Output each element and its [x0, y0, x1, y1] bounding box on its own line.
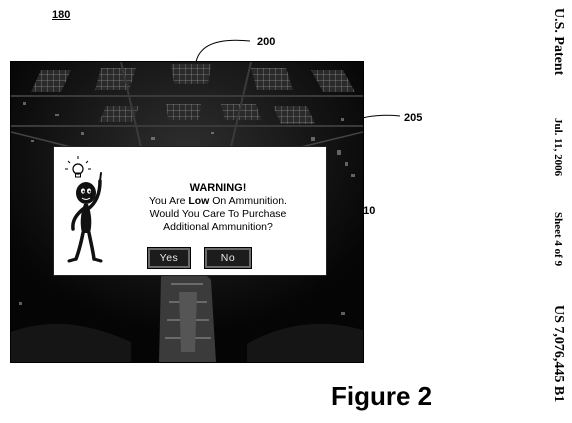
warning-line-1-emphasis: Low: [188, 195, 210, 207]
figure-number: 180: [52, 9, 71, 21]
ceiling-light-panel: [251, 68, 293, 90]
lightbulb-icon: [65, 156, 91, 178]
patent-header-sheet: Sheet 4 of 9: [552, 212, 564, 267]
patent-header-title: U.S. Patent: [551, 8, 566, 76]
warning-line-2: Would You Care To Purchase: [149, 208, 287, 220]
patent-header-date: Jul. 11, 2006: [552, 118, 564, 177]
no-button[interactable]: No: [204, 247, 252, 269]
patent-header-number: US 7,076,445 B1: [551, 305, 566, 403]
figure-caption: Figure 2: [331, 381, 433, 411]
ceiling-light-panel: [166, 104, 201, 120]
ammunition-warning-dialog: WARNING! You Are Low On Ammunition. Woul…: [53, 146, 327, 276]
warning-message: WARNING! You Are Low On Ammunition. Woul…: [120, 182, 316, 234]
leader-200: [195, 39, 251, 63]
lightbulb-idea-figure-icon: [65, 156, 103, 263]
ceiling-light-panel: [31, 70, 71, 92]
ceiling-light-panel: [171, 64, 211, 84]
ceiling-light-panel: [311, 70, 355, 92]
yes-button[interactable]: Yes: [147, 247, 191, 269]
ceiling-light-panel: [221, 104, 261, 120]
reference-label-200: 200: [257, 36, 276, 48]
warning-line-1-prefix: You Are: [149, 195, 189, 207]
warning-line-1-suffix: On Ammunition.: [209, 195, 287, 207]
warning-line-1: You Are Low On Ammunition.: [120, 195, 316, 208]
ceiling-light-panel: [99, 106, 139, 122]
warning-line-3: Additional Ammunition?: [163, 221, 273, 233]
ceiling-light-panel: [273, 106, 315, 124]
warning-title: WARNING!: [189, 182, 247, 194]
ceiling-light-panel: [95, 68, 136, 90]
reference-label-205: 205: [404, 112, 423, 124]
